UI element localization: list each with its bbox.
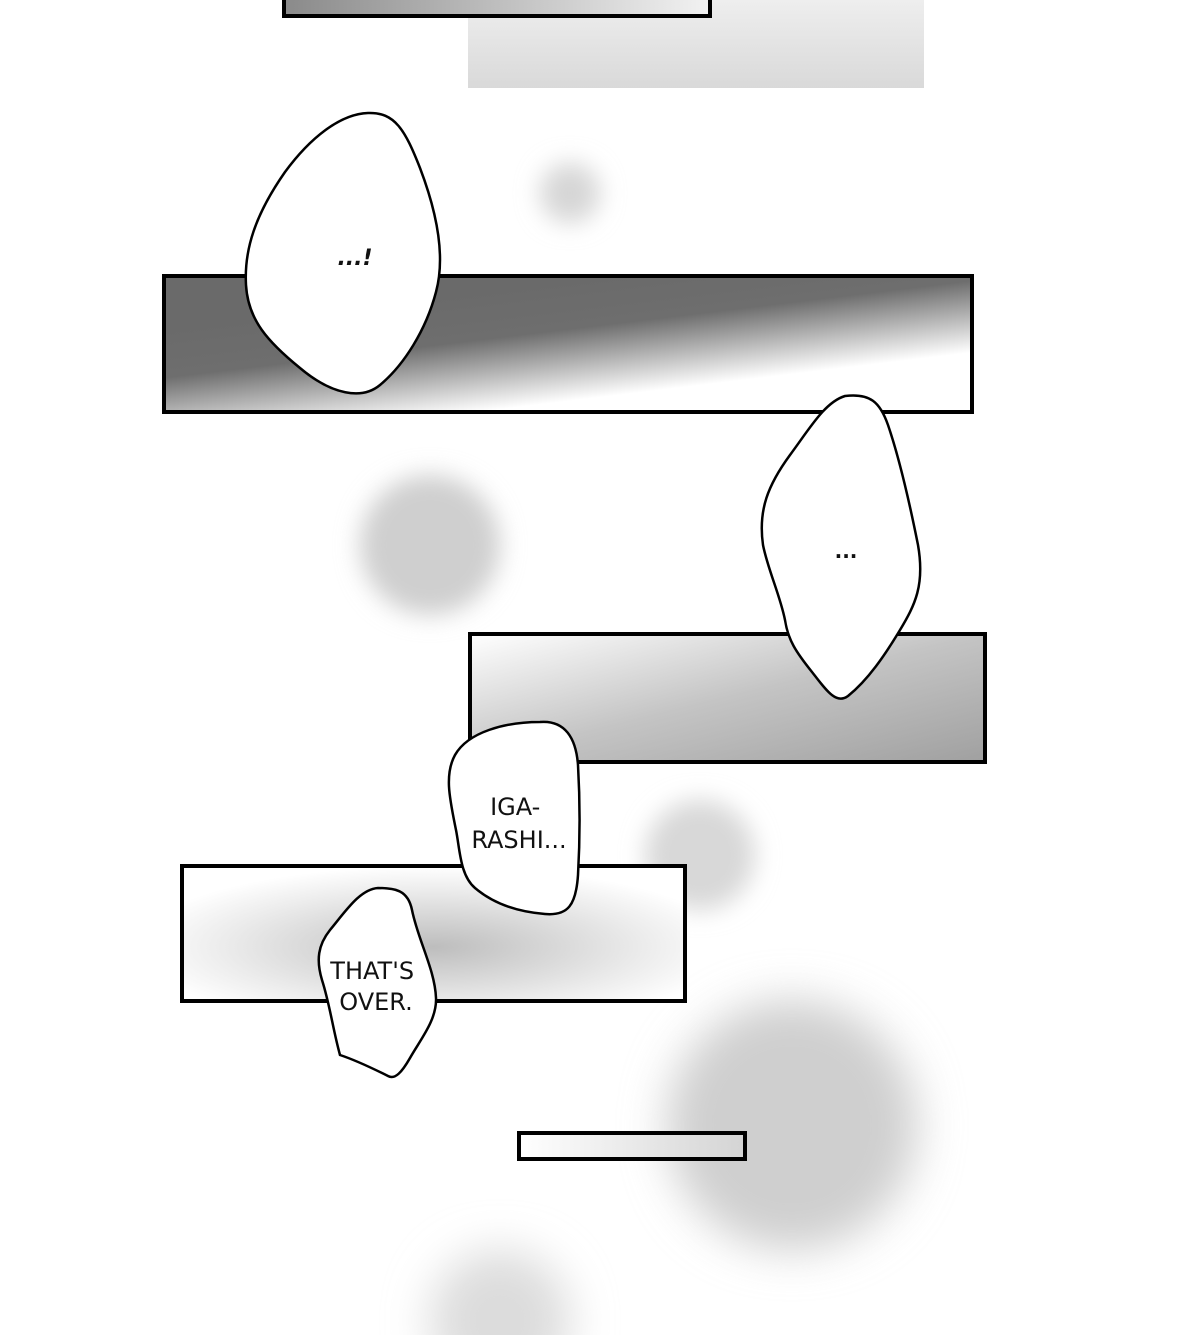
speech-bubble-4: THAT'S OVER. [317, 886, 438, 1079]
speech-bubble-outline [317, 886, 438, 1079]
blur-spot [667, 1000, 917, 1250]
speech-bubble-1: ...! [244, 111, 442, 395]
panel-top [282, 0, 712, 18]
speech-bubble-2: ... [760, 394, 922, 700]
speech-bubble-outline [447, 720, 581, 916]
speech-bubble-outline [760, 394, 922, 700]
speech-bubble-3: IGA- RASHI... [447, 720, 581, 916]
blur-spot [540, 163, 600, 223]
panel-small-bottom [517, 1131, 747, 1161]
bubble-text: ...! [337, 246, 372, 271]
bubble-text: IGA- RASHI... [471, 793, 566, 854]
bubble-text-line: THAT'S [329, 957, 414, 985]
bubble-text: THAT'S OVER. [329, 957, 421, 1016]
bubble-text: ... [835, 539, 858, 563]
blur-spot [430, 1250, 570, 1335]
blur-spot [360, 475, 500, 615]
bubble-text-line: IGA- [490, 793, 540, 821]
speech-bubble-outline [244, 111, 442, 395]
bubble-text-line: RASHI... [471, 826, 566, 854]
bubble-text-line: OVER. [339, 988, 413, 1016]
background-blur-spots [360, 163, 917, 1335]
